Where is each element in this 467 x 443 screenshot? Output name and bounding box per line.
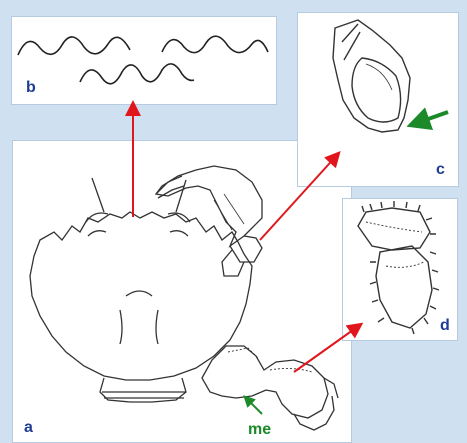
leg-detail-drawing bbox=[358, 201, 439, 334]
label-d: d bbox=[440, 318, 450, 334]
red-arrows bbox=[133, 104, 360, 372]
label-c: c bbox=[436, 162, 445, 178]
arrow-c-pointer bbox=[414, 112, 448, 124]
tooth-outlines bbox=[18, 36, 268, 84]
cheliped bbox=[156, 166, 262, 246]
tooth-wave-center bbox=[80, 64, 194, 84]
tooth-wave-left bbox=[18, 37, 130, 55]
tooth-wave-right bbox=[162, 36, 268, 52]
label-b: b bbox=[26, 80, 36, 96]
label-me: me bbox=[248, 422, 271, 438]
arrow-me-pointer bbox=[246, 398, 262, 414]
arrow-claw-to-c bbox=[260, 154, 338, 240]
green-arrows bbox=[246, 112, 448, 414]
arrow-leg-to-d bbox=[294, 325, 360, 372]
label-a: a bbox=[24, 420, 33, 436]
carapace-outline bbox=[30, 212, 252, 380]
claw-detail-drawing bbox=[333, 20, 410, 132]
walking-leg bbox=[202, 346, 328, 418]
